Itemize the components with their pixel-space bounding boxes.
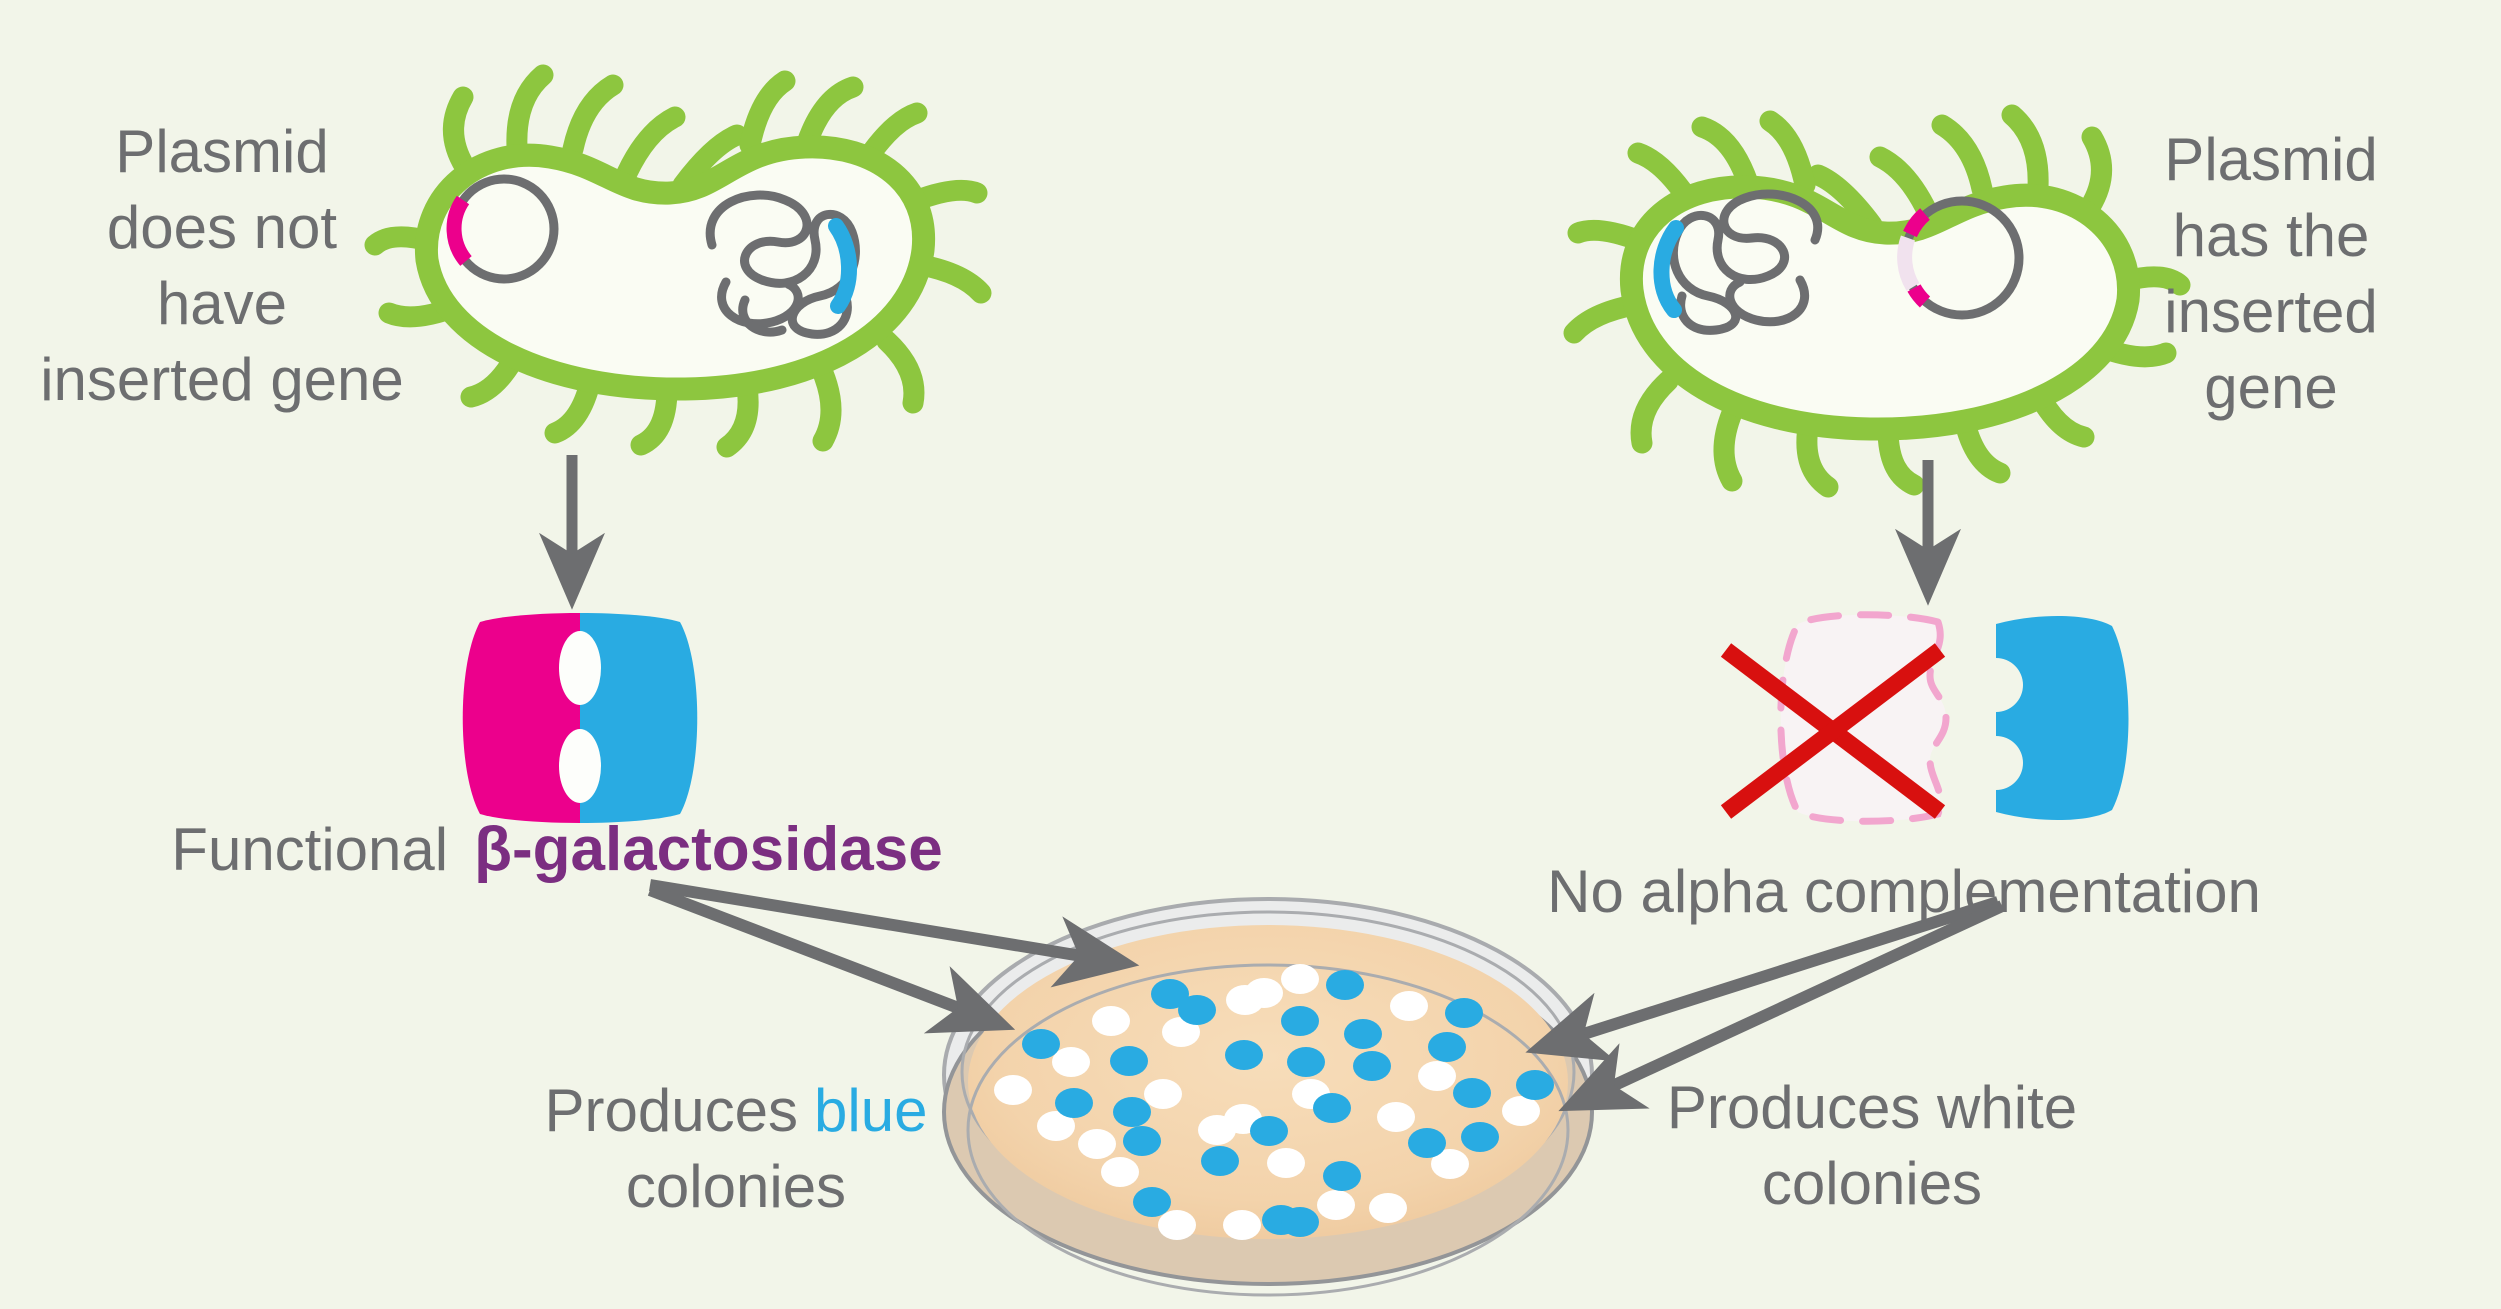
arrow-white-to-dish-icon (1558, 900, 2005, 1112)
blue-colony-dot (1201, 1146, 1239, 1176)
blue-colony-dot (1353, 1051, 1391, 1081)
beta-galactosidase-icon (462, 613, 698, 823)
blue-colony-dot (1123, 1126, 1161, 1156)
label-line: gene (2204, 354, 2337, 421)
white-colony-dot (1162, 1017, 1200, 1047)
blue-colony-dot (1055, 1088, 1093, 1118)
blue-colony-dot (1250, 1116, 1288, 1146)
white-colony-dot (1377, 1102, 1415, 1132)
lacz-omega-fragment (1653, 220, 1684, 318)
right-bacterium-label: Plasmid has the inserted gene (2164, 126, 2377, 421)
label-line: does not (107, 194, 338, 261)
produces-word: Produces (545, 1077, 798, 1144)
colonies-word: colonies (1762, 1150, 1982, 1217)
white-colonies-group (994, 964, 1540, 1240)
blue-colony-dot (1151, 979, 1189, 1009)
blue-colony-dot (1281, 1006, 1319, 1036)
colonies-word: colonies (626, 1153, 846, 1220)
omega-fragment-icon (1996, 615, 2129, 821)
plasmid-icon (446, 174, 559, 284)
blue-colony-dot (1408, 1128, 1446, 1158)
blue-colony-dot (1516, 1070, 1554, 1100)
no-complementation-label: No alpha complementation (1547, 858, 2261, 925)
label-line: Plasmid (2164, 126, 2377, 193)
blue-colony-dot (1178, 995, 1216, 1025)
petri-dish-icon (942, 897, 1594, 1297)
arrow-blue-to-dish-icon (649, 879, 1140, 988)
blue-colonies-group (1022, 970, 1554, 1237)
white-colony-dot (1078, 1129, 1116, 1159)
white-colony-dot (1418, 1061, 1456, 1091)
white-colony-dot (1502, 1096, 1540, 1126)
label-line: inserted (2164, 278, 2377, 345)
blue-colony-dot (1133, 1187, 1171, 1217)
white-colony-dot (994, 1075, 1032, 1105)
white-colony-dot (1092, 1006, 1130, 1036)
white-colony-dot (1281, 964, 1319, 994)
plasmid-with-insert-icon (1897, 196, 2024, 320)
white-colony-dot (1317, 1190, 1355, 1220)
blue-colony-dot (1110, 1046, 1148, 1076)
beta-galactosidase-word: β-galactosidase (474, 815, 943, 884)
blue-colony-dot (1313, 1093, 1351, 1123)
functional-enzyme-label: Functional β-galactosidase (171, 815, 942, 884)
white-colony-dot (1158, 1210, 1196, 1240)
white-colony-dot (1052, 1047, 1090, 1077)
blue-colony-dot (1326, 970, 1364, 1000)
white-colony-dot (1198, 1115, 1236, 1145)
label-line: inserted gene (40, 346, 404, 413)
blue-colony-dot (1022, 1029, 1060, 1059)
blue-colony-dot (1445, 998, 1483, 1028)
left-bacterium-label: Plasmid does not have inserted gene (40, 118, 404, 413)
functional-word: Functional (171, 816, 448, 883)
label-line: Plasmid (115, 118, 328, 185)
bacterium-with-insert (1574, 115, 2180, 487)
white-colony-dot (1144, 1079, 1182, 1109)
label-line: has the (2173, 202, 2370, 269)
produces-white-words: Produces white (1667, 1074, 2077, 1141)
white-colony-dot (1369, 1193, 1407, 1223)
genomic-dna-icon (1653, 189, 1822, 335)
blue-colony-dot (1344, 1019, 1382, 1049)
bacterium-without-insert (375, 75, 981, 447)
white-colony-dot (1223, 1210, 1261, 1240)
blue-colony-dot (1453, 1078, 1491, 1108)
blue-word: blue (814, 1077, 927, 1144)
missing-alpha-fragment-icon (1720, 611, 1950, 825)
white-colony-dot (1245, 978, 1283, 1008)
blue-colony-dot (1113, 1097, 1151, 1127)
arrow-blue-to-dish-icon (647, 884, 1016, 1034)
lacz-alpha-fragment (1903, 208, 1931, 238)
lacz-omega-fragment (828, 218, 857, 314)
white-colony-dot (1390, 991, 1428, 1021)
white-colony-dot (1101, 1157, 1139, 1187)
blue-colony-dot (1281, 1207, 1319, 1237)
blue-colony-dot (1323, 1161, 1361, 1191)
blue-colony-dot (1428, 1032, 1466, 1062)
red-cross-icon (1720, 643, 1946, 819)
label-line: have (157, 270, 287, 337)
arrow-white-to-dish-icon (1525, 896, 2000, 1062)
blue-colony-dot (1225, 1040, 1263, 1070)
lacz-alpha-fragment (1907, 284, 1931, 308)
white-colony-dot (1431, 1149, 1469, 1179)
blue-colony-dot (1287, 1047, 1325, 1077)
white-colony-dot (1267, 1148, 1305, 1178)
white-colonies-label: Produces white colonies (1667, 1074, 2077, 1217)
inserted-gene-segment (1897, 235, 1920, 291)
blue-colony-dot (1461, 1122, 1499, 1152)
lacz-alpha-fragment (446, 195, 472, 266)
white-colony-dot (1037, 1111, 1075, 1141)
genomic-dna-icon (705, 190, 860, 339)
